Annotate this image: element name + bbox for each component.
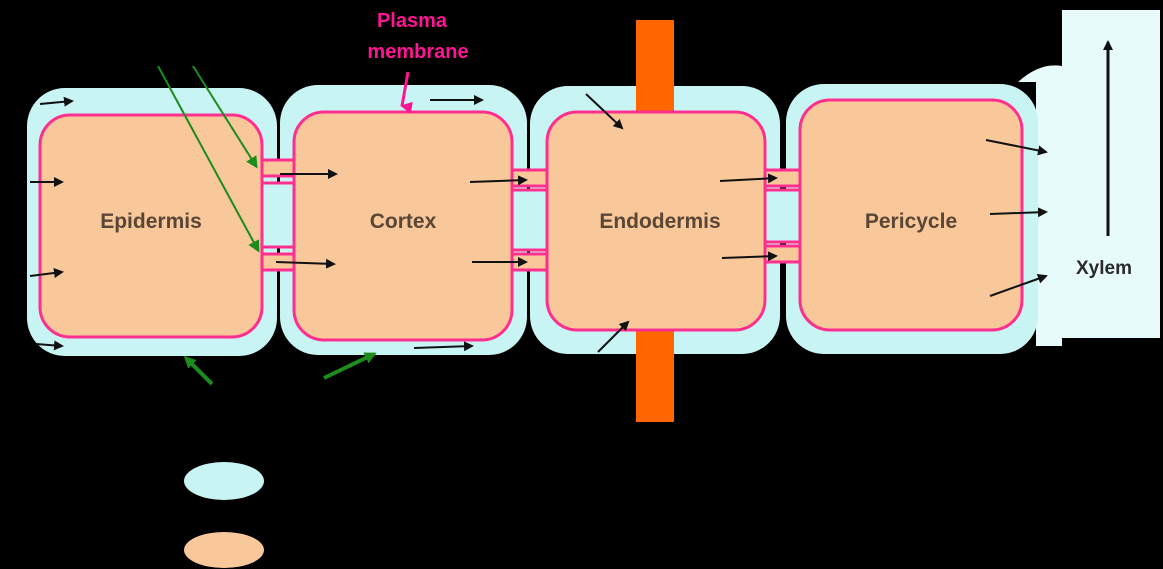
legend <box>184 462 264 568</box>
plasma-membrane-label-line1: Plasma <box>377 10 448 32</box>
pericycle-label: Pericycle <box>865 210 957 233</box>
casparian-strip-bottom <box>636 330 674 422</box>
xylem-vessel: Xylem <box>1018 10 1160 346</box>
wall-gap <box>765 190 800 242</box>
legend-cytoplasm-swatch <box>184 532 264 568</box>
plasma-membrane-label-line2: membrane <box>367 41 468 63</box>
casparian-strip-top <box>636 20 674 112</box>
endodermis-label: Endodermis <box>599 210 720 233</box>
apoplast-arrow <box>186 358 212 384</box>
wall-gap <box>262 183 294 247</box>
wall-gap <box>512 190 547 250</box>
legend-cell-wall-swatch <box>184 462 264 500</box>
xylem-label: Xylem <box>1076 258 1132 279</box>
cortex-label: Cortex <box>370 210 437 233</box>
apoplast-arrow <box>324 354 374 378</box>
epidermis-label: Epidermis <box>100 210 202 233</box>
